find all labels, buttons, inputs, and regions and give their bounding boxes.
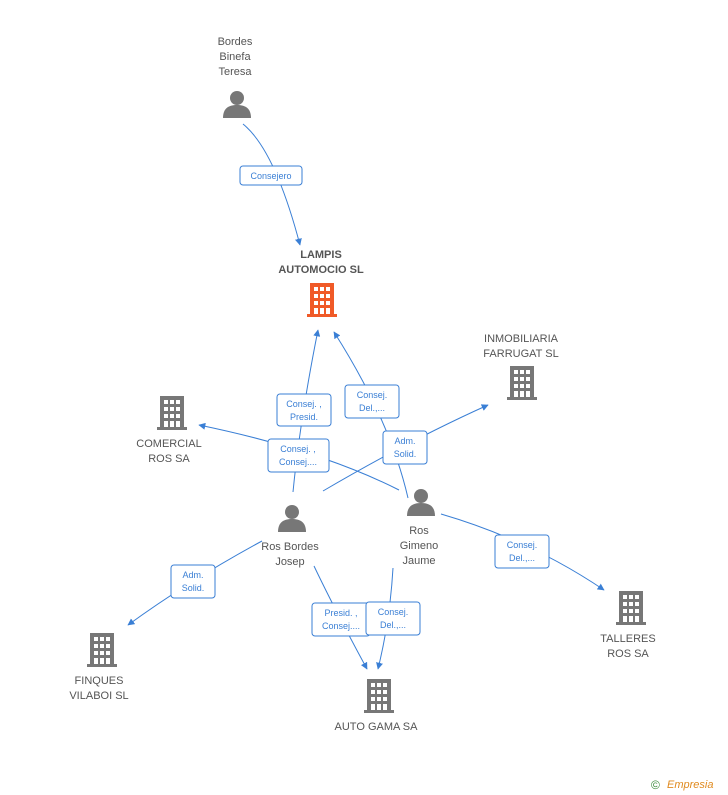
edge-label-consej-presid[interactable]: Consej. , Presid. xyxy=(276,393,332,427)
building-icon xyxy=(157,396,187,430)
brand-logo: Empresia xyxy=(667,779,713,791)
building-icon xyxy=(307,283,337,317)
edge-label-text: Consej. , xyxy=(286,399,322,409)
edge-label-text: Consej.... xyxy=(322,621,360,631)
node-label-line: ROS SA xyxy=(148,453,190,465)
node-label-line: Josep xyxy=(275,556,304,568)
node-label-line: FARRUGAT SL xyxy=(483,348,558,360)
node-comercial-ros[interactable]: COMERCIAL ROS SA xyxy=(136,396,202,465)
edge-label-text: Del.,... xyxy=(380,620,406,630)
person-icon xyxy=(407,489,435,516)
edge-label-consejero[interactable]: Consejero xyxy=(239,165,303,186)
edge-label-consej-consej-comercial[interactable]: Consej. , Consej.... xyxy=(267,438,330,473)
node-talleres-ros[interactable]: TALLERES ROS SA xyxy=(600,591,656,660)
edge-label-text: Presid. xyxy=(290,412,318,422)
building-icon xyxy=(87,633,117,667)
node-label-line: Ros Bordes xyxy=(261,541,319,553)
node-label-line: Binefa xyxy=(219,51,251,63)
node-ros-bordes-josep[interactable]: Ros Bordes Josep xyxy=(261,505,319,568)
edge-label-consej-del-talleres[interactable]: Consej. Del.,... xyxy=(494,534,550,569)
building-icon xyxy=(364,679,394,713)
edge-label-text: Consej. , xyxy=(280,444,316,454)
node-inmobiliaria-farrugat[interactable]: INMOBILIARIA FARRUGAT SL xyxy=(483,333,559,400)
node-label-line: VILABOI SL xyxy=(69,690,128,702)
edge-label-text: Del.,... xyxy=(359,403,385,413)
brand-footer: © Empresia xyxy=(651,778,713,792)
edge-label-text: Adm. xyxy=(182,570,203,580)
edge-label-consej-del-lampis[interactable]: Consej. Del.,... xyxy=(344,384,400,419)
node-label-line: Jaume xyxy=(402,555,435,567)
edge-label-text: Adm. xyxy=(394,436,415,446)
edge-label-text: Consej. xyxy=(357,390,388,400)
edge-label-text: Consej.... xyxy=(279,457,317,467)
building-icon xyxy=(616,591,646,625)
node-label-line: FINQUES xyxy=(75,675,124,687)
edge-label-text: Consej. xyxy=(507,540,538,550)
edge-label-adm-solid-finques[interactable]: Adm. Solid. xyxy=(170,564,216,599)
node-label-line: AUTOMOCIO SL xyxy=(278,264,364,276)
node-label-line: TALLERES xyxy=(600,633,655,645)
node-label-line: AUTO GAMA SA xyxy=(335,721,419,733)
node-ros-gimeno-jaume[interactable]: Ros Gimeno Jaume xyxy=(400,489,439,567)
edge-label-text: Consejero xyxy=(250,171,291,181)
node-label-line: INMOBILIARIA xyxy=(484,333,559,345)
edge-label-consej-del-autogama[interactable]: Consej. Del.,... xyxy=(365,601,421,636)
edge-label-text: Solid. xyxy=(182,583,205,593)
node-finques-vilaboi[interactable]: FINQUES VILABOI SL xyxy=(69,633,129,702)
node-label-line: COMERCIAL xyxy=(136,438,201,450)
node-label-line: Gimeno xyxy=(400,540,439,552)
edge-label-adm-solid-inmobiliaria[interactable]: Adm. Solid. xyxy=(382,430,428,465)
node-auto-gama[interactable]: AUTO GAMA SA xyxy=(335,679,419,733)
node-label-line: Teresa xyxy=(218,66,252,78)
building-icon xyxy=(507,366,537,400)
edge-label-presid-consej-autogama[interactable]: Presid. , Consej.... xyxy=(311,602,371,637)
node-label-line: ROS SA xyxy=(607,648,649,660)
edge-label-text: Presid. , xyxy=(324,608,357,618)
node-label-line: Bordes xyxy=(218,36,253,48)
edge-label-text: Solid. xyxy=(394,449,417,459)
person-icon xyxy=(223,91,251,118)
edge-label-text: Del.,... xyxy=(509,553,535,563)
copyright-icon: © xyxy=(651,778,660,792)
node-label-line: LAMPIS xyxy=(300,249,342,261)
node-lampis-automocio[interactable]: LAMPIS AUTOMOCIO SL xyxy=(278,249,364,317)
node-label-line: Ros xyxy=(409,525,429,537)
node-bordes-binefa-teresa[interactable]: Bordes Binefa Teresa xyxy=(218,36,253,118)
edge-label-text: Consej. xyxy=(378,607,409,617)
person-icon xyxy=(278,505,306,532)
